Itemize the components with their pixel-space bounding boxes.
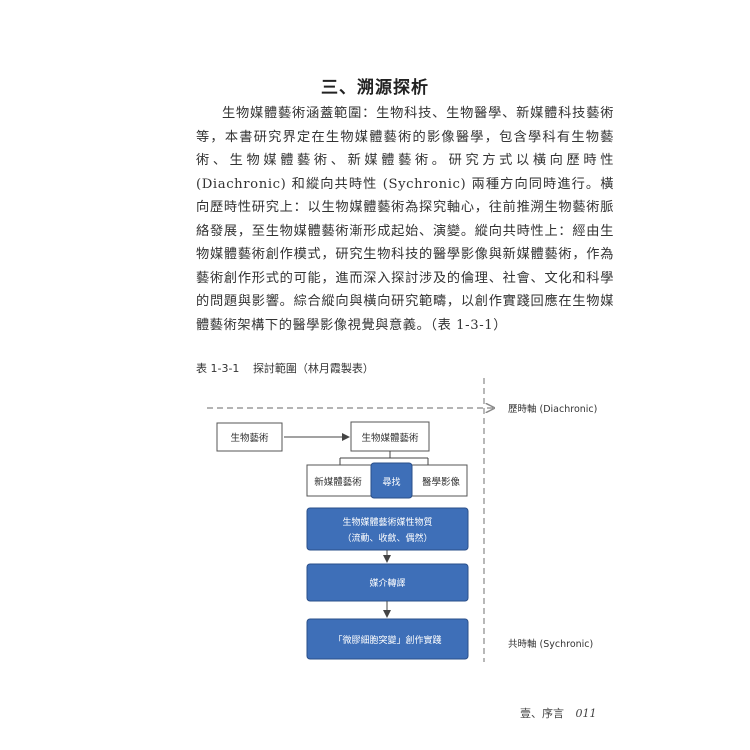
table-caption: 表 1-3-1 探討範圍（林月霞製表） xyxy=(196,360,384,376)
footer-chapter: 壹、序言 xyxy=(520,707,564,720)
page-number: 011 xyxy=(575,707,597,720)
synchronic-axis-label: 共時軸 (Sychronic) xyxy=(508,638,593,650)
medical-imaging-label: 醫學影像 xyxy=(422,476,461,488)
seek-label: 尋找 xyxy=(382,476,400,488)
media-property-sub-label: （流動、收斂、偶然） xyxy=(342,532,432,544)
diachronic-axis-label: 歷時軸 (Diachronic) xyxy=(508,403,597,415)
bio-media-art-label: 生物媒體藝術 xyxy=(361,432,419,444)
page-footer: 壹、序言 011 xyxy=(520,705,597,721)
bio-art-box xyxy=(216,422,283,452)
creative-practice-label: 「微膠細胞突變」創作實踐 xyxy=(333,634,441,646)
creative-practice-box xyxy=(306,618,469,660)
section-title: 三、溯源探析 xyxy=(321,78,429,98)
media-property-label: 生物媒體藝術媒性物質 xyxy=(342,516,432,528)
body-paragraph: 生物媒體藝術涵蓋範圍：生物科技、生物醫學、新媒體科技藝術等，本書研究界定在生物媒… xyxy=(196,106,614,333)
caption-title: 探討範圍（林月霞製表） xyxy=(252,362,374,375)
caption-number: 表 1-3-1 xyxy=(196,362,240,375)
seek-box xyxy=(370,462,413,499)
bio-media-art-box xyxy=(350,421,430,452)
bio-art-label: 生物藝術 xyxy=(230,432,269,444)
medium-translation-label: 媒介轉譯 xyxy=(369,577,405,589)
new-media-art-label: 新媒體藝術 xyxy=(314,476,362,488)
